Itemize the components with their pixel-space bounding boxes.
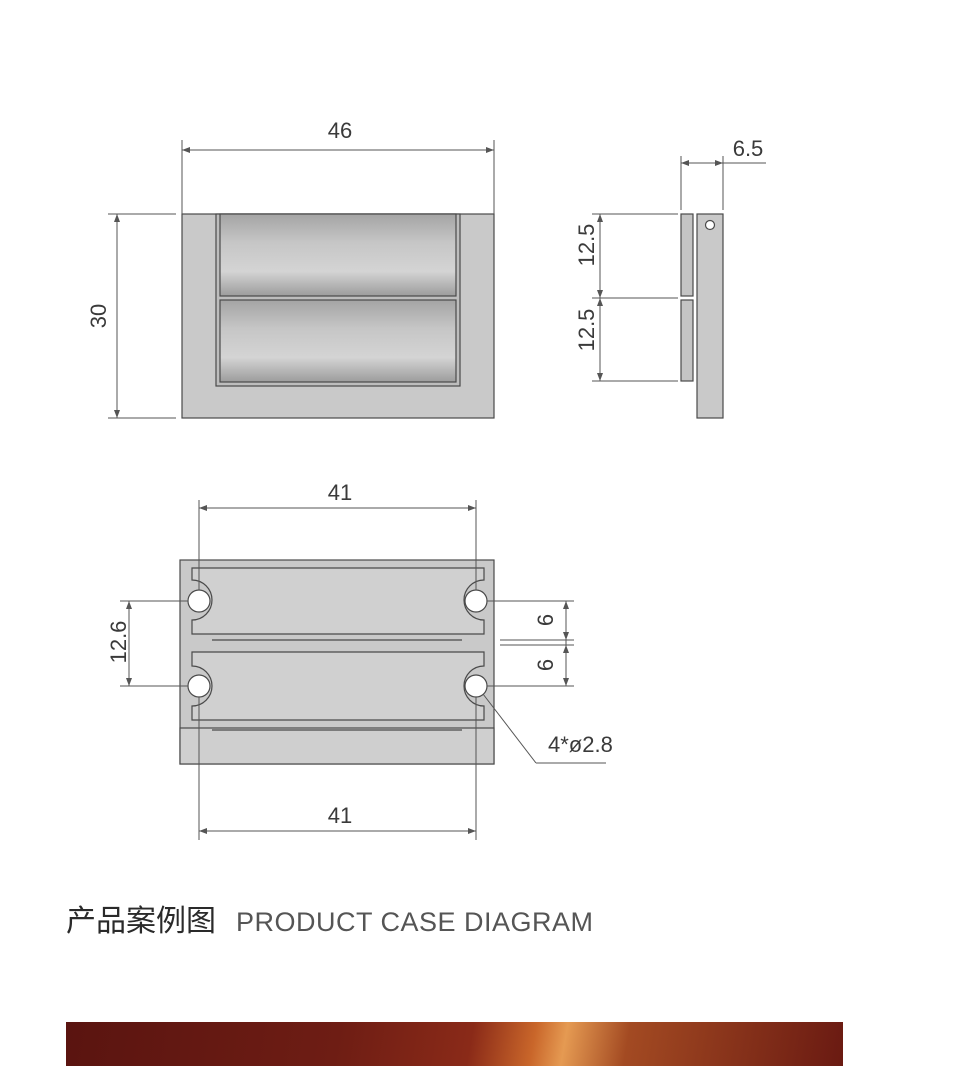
product-photo-strip [66,1022,843,1066]
side-lower-label: 12.5 [574,309,599,352]
side-pivot-hole [704,219,716,231]
technical-drawing: 46 30 6.5 12.5 12.5 [86,118,766,840]
side-back-plate [696,213,724,419]
section-title-en: PRODUCT CASE DIAGRAM [236,907,594,937]
side-view: 6.5 12.5 12.5 [574,136,766,419]
back-upper-plate [191,567,485,635]
front-lower-panel [219,299,457,383]
mount-hole-top-right [464,589,488,613]
front-upper-panel [219,213,457,297]
mount-hole-bottom-left [187,674,211,698]
back-bottom-band [179,727,495,765]
back-lower-offset-label: 6 [533,659,558,671]
back-lower-plate [191,651,485,721]
side-depth-label: 6.5 [733,136,764,161]
front-height-label: 30 [86,304,111,328]
front-width-label: 46 [328,118,352,143]
back-view: 41 41 12.6 6 6 4*ø2.8 [106,480,613,840]
side-upper-label: 12.5 [574,224,599,267]
section-title-cn: 产品案例图 [66,904,216,939]
mount-hole-bottom-right [464,674,488,698]
section-title: 产品案例图 PRODUCT CASE DIAGRAM [66,896,594,940]
side-lower-flap [680,299,694,382]
mount-hole-top-left [187,589,211,613]
back-upper-offset-label: 6 [533,614,558,626]
back-bottom-width-label: 41 [328,803,352,828]
side-upper-flap [680,213,694,297]
back-hole-spacing-label: 12.6 [106,621,131,664]
back-top-width-label: 41 [328,480,352,505]
hole-callout-label: 4*ø2.8 [548,732,613,757]
front-view: 46 30 [86,118,495,419]
